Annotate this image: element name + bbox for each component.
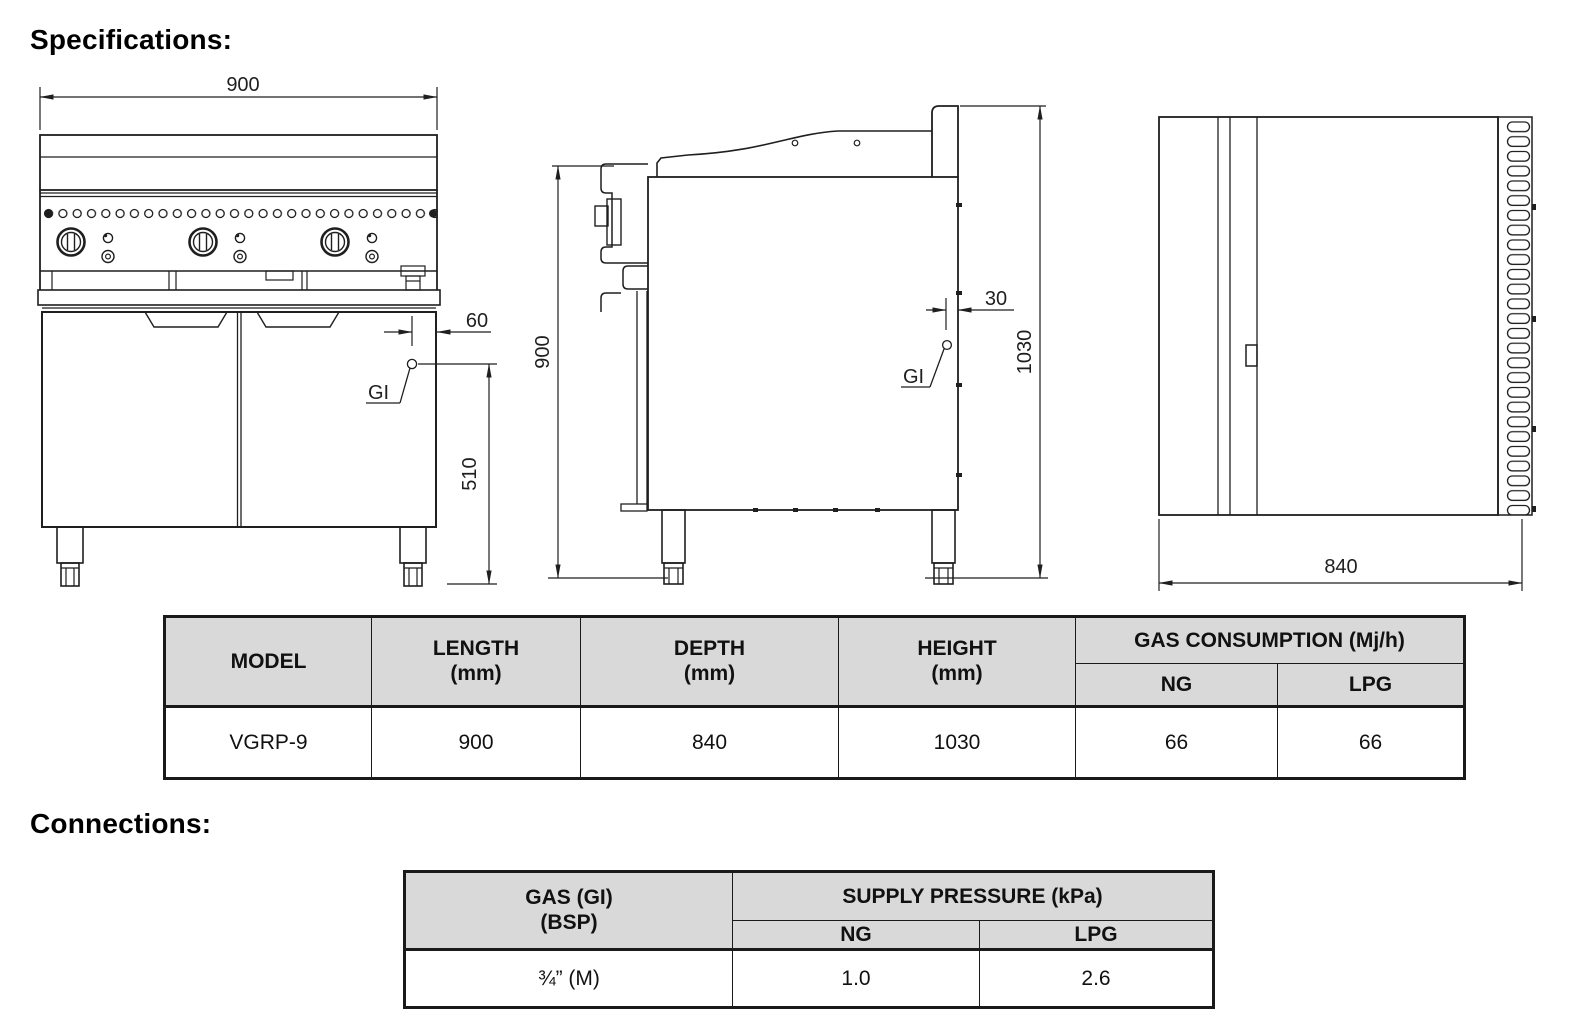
connections-heading: Connections:: [30, 808, 212, 839]
spec-header-model: MODEL: [164, 616, 372, 708]
conn-value-ng: 1.0: [732, 949, 980, 1008]
side-overall-height-dim-label: 1030: [1014, 330, 1036, 375]
spec-value-height: 1030: [838, 706, 1076, 779]
top-view-drawing: 840: [1158, 116, 1536, 591]
front-width-dim-label: 900: [226, 74, 259, 96]
side-gas-inlet-label: GI: [903, 366, 924, 388]
spec-table-row: VGRP-9 900 840 1030 66 66: [164, 706, 1465, 779]
specifications-heading: Specifications:: [30, 24, 233, 55]
spec-value-length: 900: [371, 706, 581, 779]
front-view-drawing: 900: [37, 74, 497, 587]
conn-value-gas-size: ¾” (M): [404, 949, 733, 1008]
specifications-table: MODEL LENGTH (mm) DEPTH (mm) HEIGHT (mm)…: [163, 615, 1466, 780]
front-gas-inlet-point: [406, 358, 418, 370]
conn-header-ng: NG: [732, 920, 980, 951]
spec-header-height: HEIGHT (mm): [838, 616, 1076, 708]
conn-header-supply-pressure: SUPPLY PRESSURE (kPa): [731, 871, 1215, 921]
spec-header-lpg: LPG: [1277, 663, 1465, 708]
front-gas-offset-dim-label: 60: [466, 310, 488, 332]
side-gas-inlet-point: [941, 339, 953, 351]
connections-table: GAS (GI) (BSP) SUPPLY PRESSURE (kPa) NG …: [403, 870, 1216, 1009]
spec-header-depth: DEPTH (mm): [580, 616, 839, 708]
side-gas-offset-dim-label: 30: [985, 288, 1007, 310]
spec-header-gas-consumption: GAS CONSUMPTION (Mj/h): [1075, 616, 1465, 664]
control-knob-1: [56, 227, 115, 264]
front-gas-height-dim-label: 510: [459, 457, 481, 490]
spec-value-gas-ng: 66: [1075, 706, 1278, 779]
control-knob-3: [320, 227, 379, 264]
front-gas-inlet-label: GI: [368, 382, 389, 404]
spec-value-model: VGRP-9: [164, 706, 372, 779]
side-view-drawing: 900: [532, 105, 1048, 585]
conn-value-lpg: 2.6: [978, 949, 1215, 1008]
spec-value-depth: 840: [580, 706, 839, 779]
spec-header-ng: NG: [1075, 663, 1278, 708]
connections-table-row: ¾” (M) 1.0 2.6: [404, 949, 1215, 1008]
side-front-height-dim-label: 900: [532, 335, 554, 368]
door-handle: [1245, 344, 1258, 367]
spec-value-gas-lpg: 66: [1277, 706, 1465, 779]
technical-drawings: 900: [37, 74, 1536, 591]
spec-header-length: LENGTH (mm): [371, 616, 581, 708]
conn-header-gas: GAS (GI) (BSP): [404, 871, 733, 951]
control-knob-2: [188, 227, 247, 264]
conn-header-lpg: LPG: [978, 920, 1215, 951]
top-depth-dim-label: 840: [1324, 556, 1357, 578]
